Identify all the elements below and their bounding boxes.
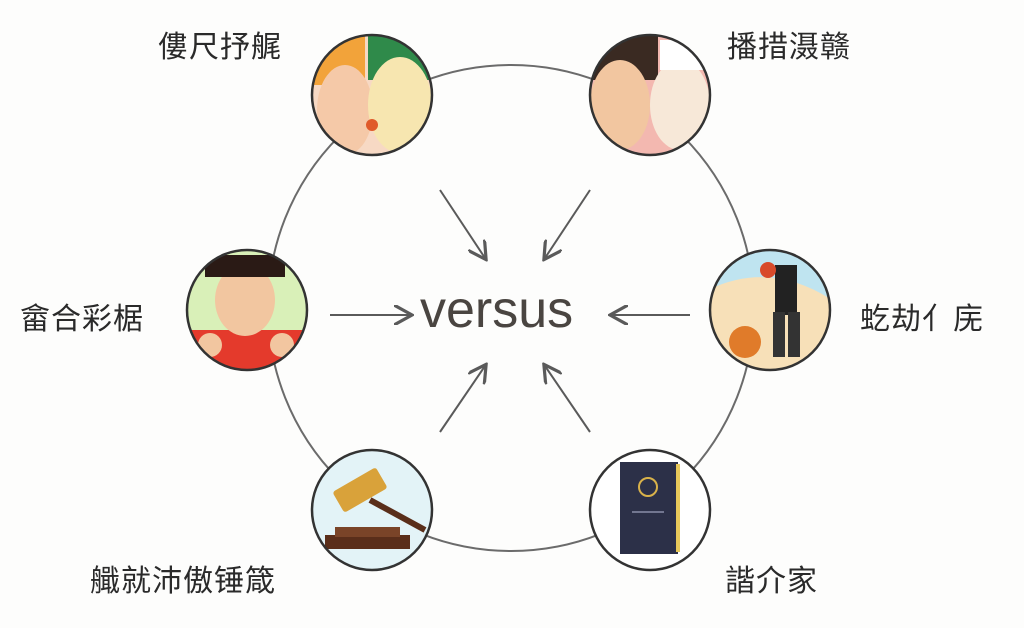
node-label-left: 畲合彩椐 bbox=[20, 302, 144, 337]
node-label-bottom-right: 諧介家 bbox=[725, 564, 818, 599]
arrow-top-left bbox=[439, 189, 485, 258]
arrow-bottom-right bbox=[545, 366, 591, 433]
two-faces-confrontation-icon bbox=[310, 33, 434, 157]
arrow-bottom-left bbox=[439, 366, 485, 433]
angry-person-fists-icon bbox=[185, 248, 309, 372]
boxer-basketball-icon bbox=[708, 248, 832, 372]
node-label-right: 虼劫亻庑 bbox=[860, 302, 984, 337]
arrow-top-right bbox=[545, 189, 591, 258]
book-icon bbox=[588, 448, 712, 572]
node-label-top-right: 播措滠赣 bbox=[727, 30, 851, 65]
gavel-icon bbox=[310, 448, 434, 572]
two-faces-arguing-icon bbox=[588, 33, 712, 157]
node-label-bottom-left: 艥就沛傲锤箴 bbox=[90, 564, 276, 599]
center-label: versus bbox=[420, 281, 574, 339]
node-label-top-left: 僂尺抒艉 bbox=[158, 30, 282, 65]
